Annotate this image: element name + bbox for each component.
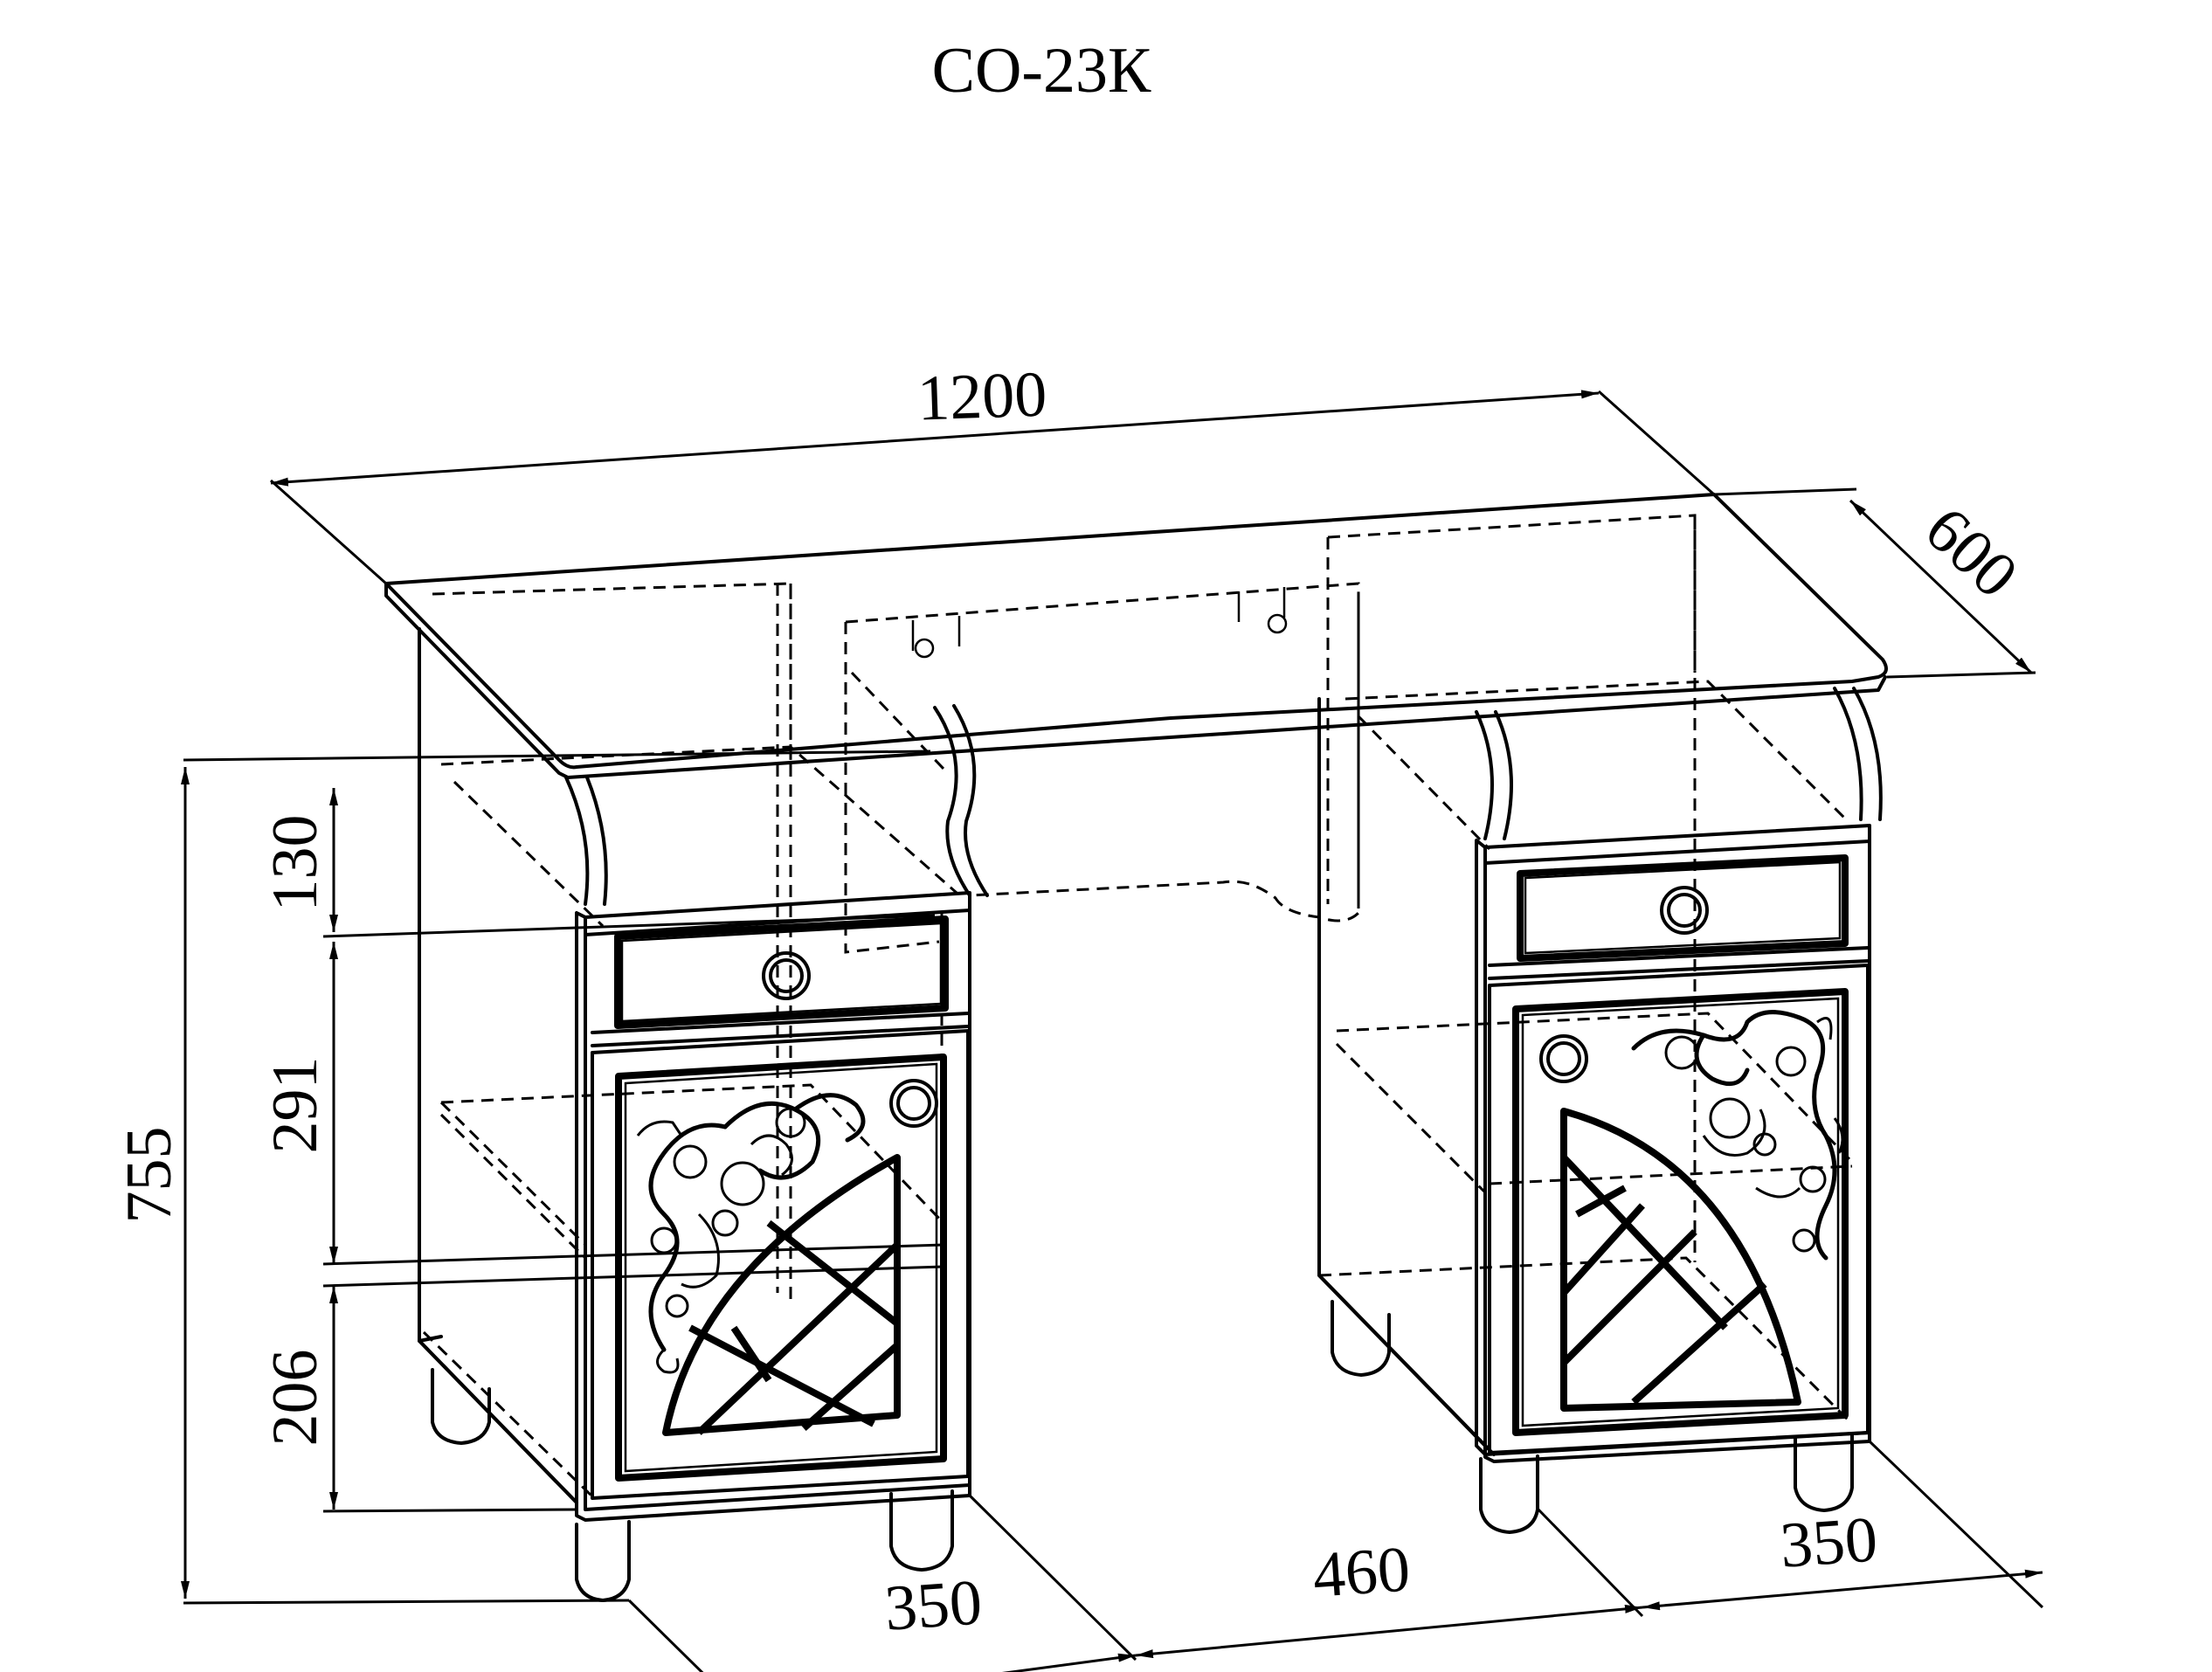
dim-depth-label: 600 xyxy=(1911,494,2031,612)
right-door-ornament xyxy=(1631,1010,1844,1261)
dim-left-pedestal-label: 350 xyxy=(882,1566,984,1645)
left-door-ornament xyxy=(636,1093,866,1374)
right-pedestal xyxy=(1317,517,1883,1534)
dimension-lines xyxy=(181,390,2044,1672)
dim-drawer-gap-label: 130 xyxy=(259,815,331,912)
dim-bottom-label: 206 xyxy=(259,1350,331,1447)
dim-right-pedestal-label: 350 xyxy=(1778,1503,1879,1582)
modesty-panel xyxy=(844,537,1360,1249)
dim-width-label: 1200 xyxy=(916,358,1048,434)
dim-door-height-label: 291 xyxy=(259,1057,331,1154)
tabletop xyxy=(384,493,1888,779)
dim-height-label: 755 xyxy=(114,1127,185,1224)
drawing-title: СО-23К xyxy=(932,35,1151,107)
dim-knee-space-label: 460 xyxy=(1310,1533,1412,1612)
left-pedestal xyxy=(418,584,989,1602)
